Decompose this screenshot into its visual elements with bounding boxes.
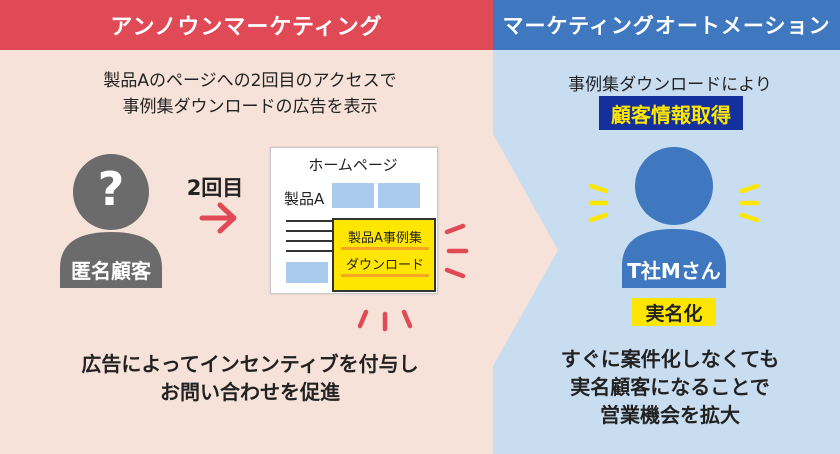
anonymous-person-icon <box>60 154 162 288</box>
webpage-title: ホームページ <box>308 156 398 174</box>
left-header-bg <box>0 0 493 50</box>
right-header-bg <box>493 0 840 50</box>
download-ad-banner <box>332 218 436 292</box>
image-placeholder <box>332 183 374 208</box>
question-mark-icon: ? <box>97 162 125 216</box>
realname-badge: 実名化 <box>632 298 716 326</box>
right-description: 事例集ダウンロードにより <box>568 75 772 95</box>
left-conclusion: 広告によってインセンティブを付与し お問い合わせを促進 <box>10 350 490 406</box>
text-line-placeholder <box>286 250 344 252</box>
image-placeholder <box>378 183 420 208</box>
customer-info-badge: 顧客情報取得 <box>599 96 743 130</box>
right-conclusion-line1: すぐに案件化しなくても <box>560 347 780 371</box>
text-line-placeholder <box>286 240 344 242</box>
text-line-placeholder <box>286 220 344 222</box>
right-conclusion-line3: 営業機会を拡大 <box>600 403 740 427</box>
text-line-placeholder <box>286 230 344 232</box>
left-description-line1: 製品Aのページへの2回目のアクセスで <box>103 71 397 91</box>
webpage-product-label: 製品A <box>284 190 325 208</box>
left-description-line2: 事例集ダウンロードの広告を表示 <box>122 97 378 117</box>
ad-line1: 製品A事例集 <box>341 230 429 250</box>
arrow-right-icon <box>199 202 237 234</box>
known-person-icon <box>622 147 726 288</box>
left-header: アンノウンマーケティング <box>110 15 383 40</box>
right-conclusion: すぐに案件化しなくても 実名顧客になることで 営業機会を拡大 <box>510 345 830 429</box>
anonymous-person-label: 匿名顧客 <box>71 259 151 283</box>
ad-line2: ダウンロード <box>341 257 429 277</box>
left-conclusion-line1: 広告によってインセンティブを付与し <box>81 352 419 376</box>
emphasis-marks-icon <box>588 183 760 223</box>
right-header: マーケティングオートメーション <box>502 14 831 38</box>
attention-marks-icon <box>357 223 469 332</box>
known-person-label: T社Mさん <box>627 259 721 283</box>
left-description: 製品Aのページへの2回目のアクセスで 事例集ダウンロードの広告を表示 <box>20 68 480 120</box>
right-conclusion-line2: 実名顧客になることで <box>570 375 770 399</box>
visit-count: 2回目 <box>186 176 244 200</box>
left-conclusion-line2: お問い合わせを促進 <box>160 380 340 404</box>
image-placeholder <box>286 262 328 283</box>
